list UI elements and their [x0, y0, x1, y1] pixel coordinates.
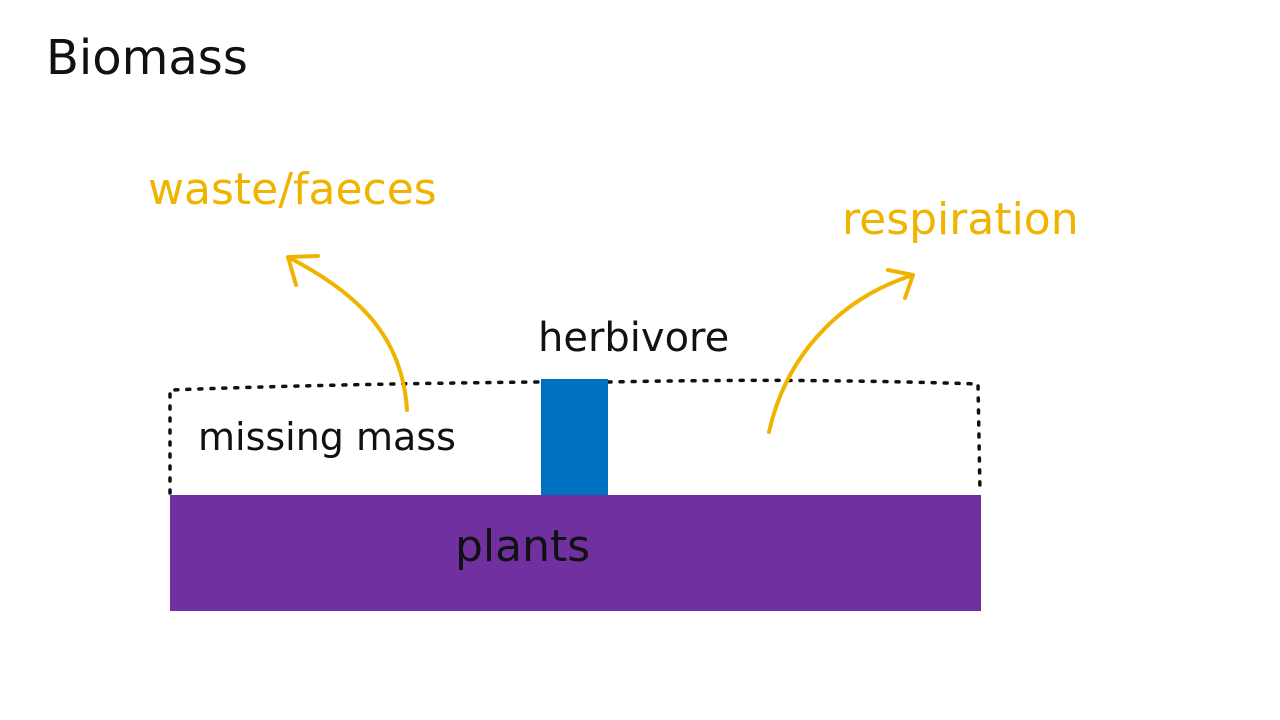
respiration-arrow — [767, 273, 915, 434]
waste-arrow — [288, 256, 409, 412]
missing-mass-outline — [168, 378, 982, 495]
plants-label: plants — [455, 521, 591, 572]
waste-faeces-label: waste/faeces — [148, 164, 437, 215]
herbivore-label: herbivore — [538, 315, 730, 361]
plants-bar — [170, 495, 981, 611]
missing-mass-label: missing mass — [198, 415, 456, 459]
respiration-label: respiration — [842, 194, 1079, 245]
respiration-arrowhead — [886, 268, 915, 300]
diagram-title: Biomass — [46, 30, 248, 86]
herbivore-bar — [541, 379, 608, 495]
waste-arrowhead — [286, 254, 320, 287]
